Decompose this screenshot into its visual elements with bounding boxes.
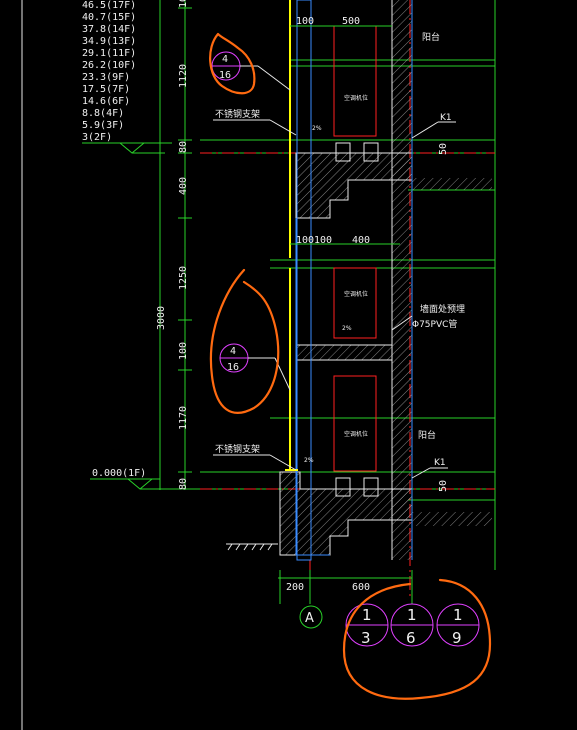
level-item: 23.3(9F) — [82, 72, 130, 83]
level-item: 5.9(3F) — [82, 120, 124, 131]
ground-hatch — [226, 543, 278, 551]
markup-circle-upper — [209, 32, 256, 95]
top-width-dimensions: 100 500 100 100 400 — [290, 16, 400, 246]
level-item: 46.5(17F) — [82, 0, 136, 11]
slope-upper: 2% — [312, 125, 322, 132]
dim-100-top: 100 — [296, 16, 314, 27]
section-ref-bottom: 6 — [406, 629, 416, 647]
section-ref-1-9: 1 9 — [436, 603, 480, 647]
dim-50-lower: 50 — [438, 480, 449, 492]
level-list: 46.5(17F) 40.7(15F) 37.8(14F) 34.9(13F) … — [82, 0, 136, 143]
section-ref-top: 1 — [407, 606, 417, 624]
dim-100: 100 — [178, 342, 189, 360]
level-item: 17.5(7F) — [82, 84, 130, 95]
ground-level-label: 0.000(1F) — [92, 468, 146, 479]
drain-pipes — [295, 0, 413, 561]
pvc-note: Φ75PVC管 — [412, 318, 457, 330]
markup-circle-middle — [209, 268, 280, 414]
detail-ref-upper-bottom: 16 — [219, 70, 231, 81]
axis-bubble-a: A — [299, 605, 323, 629]
bracket-label-lower: 不锈钢支架 — [215, 443, 260, 455]
section-ref-bottom: 3 — [361, 629, 371, 647]
dim-500-top: 500 — [342, 16, 360, 27]
dim-600-bottom: 600 — [352, 582, 370, 593]
section-ref-1-3: 1 3 — [345, 603, 389, 647]
floor-lines — [200, 0, 496, 570]
detail-ref-middle: 4 16 — [219, 343, 291, 391]
balcony-label-lower: 阳台 — [418, 429, 436, 441]
detail-ref-upper: 4 16 — [211, 51, 291, 91]
section-ref-top: 1 — [362, 606, 372, 624]
dim-100-mid-a: 100 — [296, 235, 314, 246]
section-refs: 1 3 1 6 1 9 — [345, 603, 480, 647]
dim-50-upper: 50 — [438, 143, 449, 155]
dim-400: 400 — [178, 177, 189, 195]
level-item: 3(2F) — [82, 132, 112, 143]
level-item: 34.9(13F) — [82, 36, 136, 47]
k1-label-lower: K1 — [434, 458, 446, 468]
drain-note: 墙面处预埋 — [420, 303, 465, 315]
dim-80-upper: 80 — [178, 141, 189, 153]
level-item: 29.1(11F) — [82, 48, 136, 59]
section-ref-top: 1 — [453, 606, 463, 624]
dim-1250: 1250 — [178, 266, 189, 290]
dim-1120-upper: 1120 — [178, 64, 189, 88]
balcony-label-upper: 阳台 — [422, 31, 440, 43]
dim-80-lower: 80 — [178, 478, 189, 490]
dim-3000: 3000 — [156, 306, 167, 330]
dim-1170: 1170 — [178, 406, 189, 430]
dim-200-bottom: 200 — [286, 582, 304, 593]
level-item: 14.6(6F) — [82, 96, 130, 107]
ac-label-upper: 空调机位 — [344, 94, 368, 102]
axis-label: A — [305, 611, 314, 626]
ac-label-lower: 空调机位 — [344, 430, 368, 438]
level-mark-upper — [82, 142, 172, 154]
section-ref-1-6: 1 6 — [390, 603, 434, 647]
level-item: 37.8(14F) — [82, 24, 136, 35]
bottom-dimensions: 200 600 — [278, 570, 413, 604]
markup-annotations — [209, 32, 492, 700]
level-item: 8.8(4F) — [82, 108, 124, 119]
detail-ref-upper-top: 4 — [222, 54, 228, 65]
ac-units: 空调机位 空调机位 空调机位 — [333, 25, 379, 497]
detail-ref-middle-bottom: 16 — [227, 362, 239, 373]
dim-400-mid: 400 — [352, 235, 370, 246]
markup-circle-section-refs — [342, 578, 492, 700]
level-item: 40.7(15F) — [82, 12, 136, 23]
k1-label-upper: K1 — [440, 113, 452, 123]
dim-100-mid-b: 100 — [314, 235, 332, 246]
bracket-label-upper: 不锈钢支架 — [215, 108, 260, 120]
detail-ref-middle-top: 4 — [230, 346, 236, 357]
slope-mid: 2% — [342, 325, 352, 332]
annotations: 不锈钢支架 不锈钢支架 阳台 阳台 K1 K1 2% 2% 2% 墙面处预埋 Φ… — [213, 31, 465, 492]
section-ref-bottom: 9 — [452, 629, 462, 647]
slope-lower: 2% — [304, 457, 314, 464]
dim-top-cut: 10 — [178, 0, 189, 8]
total-height-dimension: 3000 — [155, 0, 167, 490]
wall-section — [279, 0, 492, 560]
storey-dimension-chain: 1120 80 400 1250 100 1170 80 10 — [178, 0, 192, 490]
level-item: 26.2(10F) — [82, 60, 136, 71]
ac-label-mid: 空调机位 — [344, 290, 368, 298]
